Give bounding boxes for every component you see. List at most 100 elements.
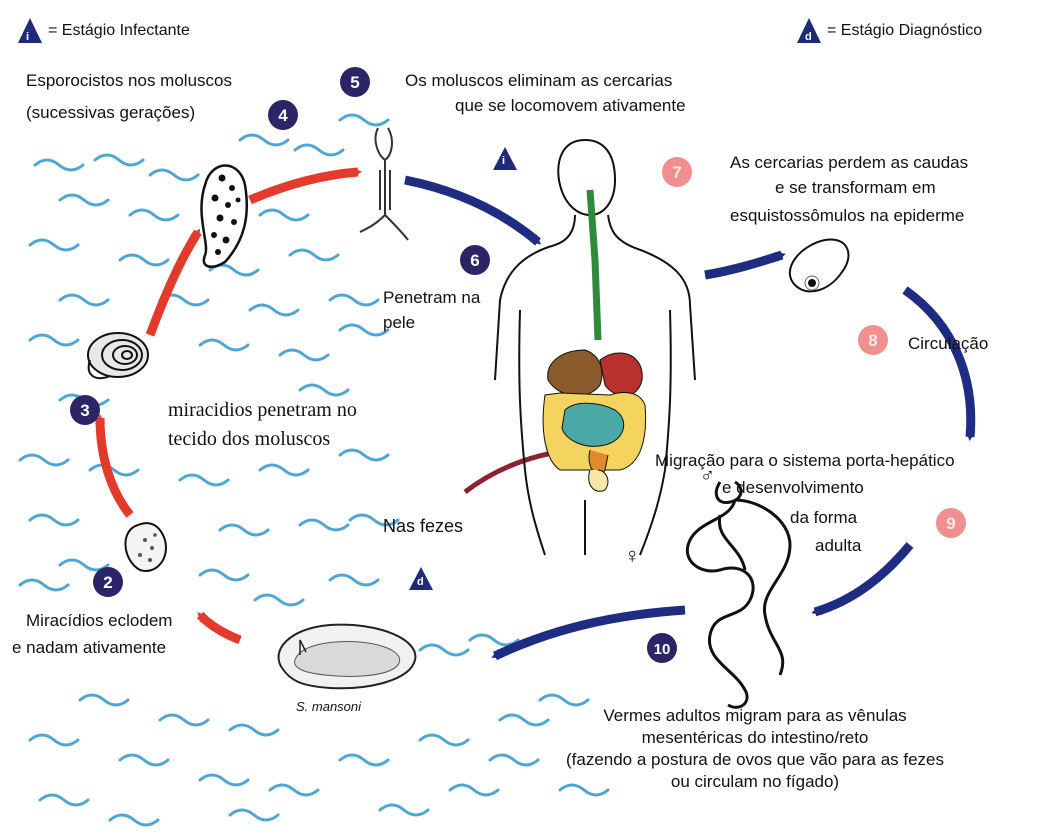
step-badge-number: 8: [868, 331, 877, 350]
arrow-egg-to-miracidium: [200, 615, 240, 640]
miracidium-illustration: [125, 523, 166, 571]
water-wave: [300, 520, 348, 530]
legend-infective-label: = Estágio Infectante: [48, 20, 190, 42]
water-wave: [420, 645, 468, 655]
water-wave: [340, 755, 388, 765]
step-9-text-line-3: da forma: [790, 507, 857, 529]
step-badge-number: 10: [654, 641, 671, 658]
water-wave: [330, 575, 378, 585]
water-wave: [110, 815, 158, 825]
water-wave: [120, 255, 168, 265]
arrow-snail-to-sporocyst: [150, 232, 198, 335]
step-badge-number: 7: [672, 163, 681, 182]
water-wave: [30, 240, 78, 250]
arrow-skin-to-schistosomulum: [705, 255, 782, 275]
water-wave: [95, 155, 143, 165]
step-badge-number: 9: [946, 514, 955, 533]
human-body-illustration: [495, 140, 695, 555]
egg-illustration: [279, 625, 416, 689]
water-wave: [290, 250, 338, 260]
water-wave: [260, 465, 308, 475]
step-7-text-line-1: As cercarias perdem as caudas: [730, 152, 968, 174]
step-7-text-line-3: esquistossômulos na epiderme: [730, 205, 964, 227]
feces-label: Nas fezes: [383, 515, 463, 537]
step-2-text-line-1: Miracídios eclodem: [26, 610, 172, 632]
male-symbol: ♂: [700, 465, 715, 487]
water-wave: [340, 115, 388, 125]
water-wave: [30, 735, 78, 745]
water-wave: [20, 580, 68, 590]
step-3-text-line-2: tecido dos moluscos: [168, 427, 330, 452]
water-wave: [330, 295, 378, 305]
arrow-miracidium-to-snail: [100, 418, 130, 515]
arrow-sporocyst-to-cercaria: [250, 172, 358, 200]
cercaria-illustration: [360, 128, 408, 240]
water-wave: [130, 210, 178, 220]
water-wave: [240, 135, 288, 145]
step-3-text-line-1: miracidios penetram no: [168, 398, 357, 423]
water-wave: [340, 325, 388, 335]
step-10-text-block: Vermes adultos migram para as vênulas me…: [495, 705, 1015, 793]
female-symbol: ♀: [624, 545, 641, 567]
water-wave: [150, 170, 198, 180]
water-wave: [255, 595, 303, 605]
step-badge-number: 3: [80, 401, 89, 420]
water-wave: [300, 385, 348, 395]
water-wave: [40, 795, 88, 805]
step-10-text-line-4: ou circulam no fígado): [495, 771, 1015, 793]
step-badge-number: 6: [470, 251, 479, 270]
step-badge-number: 5: [350, 73, 359, 92]
schistosomulum-illustration: [790, 239, 849, 291]
step-badge-number: 4: [278, 106, 288, 125]
water-wave: [260, 210, 308, 220]
water-wave: [230, 810, 278, 820]
step-10-text-line-2: mesentéricas do intestino/reto: [495, 727, 1015, 749]
water-wave: [280, 350, 328, 360]
sporocyst-illustration: [201, 165, 246, 266]
water-wave: [450, 785, 498, 795]
water-wave: [90, 465, 138, 475]
step-10-text-line-1: Vermes adultos migram para as vênulas: [495, 705, 1015, 727]
step-4-text-line-2: (sucessivas gerações): [26, 102, 195, 124]
step-9-text-line-4: adulta: [815, 535, 861, 557]
diagnostic-stage-triangle-letter: d: [417, 571, 424, 593]
water-wave: [60, 560, 108, 570]
water-wave: [120, 755, 168, 765]
egg-label: S. mansoni: [296, 696, 361, 718]
step-4-text-line-1: Esporocistos nos moluscos: [26, 70, 232, 92]
step-10-text-line-3: (fazendo a postura de ovos que vão para …: [495, 749, 1015, 771]
arrow-circulation: [905, 290, 971, 437]
water-wave: [20, 455, 68, 465]
legend-infective-badge: i: [26, 26, 29, 48]
step-5-text-line-1: Os moluscos eliminam as cercarias: [405, 70, 672, 92]
water-wave: [30, 515, 78, 525]
water-wave: [80, 695, 128, 705]
arrow-cercaria-to-skin: [405, 180, 538, 242]
step-9-text-line-2: e desenvolvimento: [722, 477, 864, 499]
water-wave: [540, 695, 588, 705]
human-cycle-arrows: [405, 180, 971, 656]
water-wave: [380, 805, 428, 815]
infective-stage-triangle-letter: i: [502, 150, 505, 172]
snail-illustration: [88, 333, 148, 378]
water-wave: [60, 195, 108, 205]
step-2-text-line-2: e nadam ativamente: [12, 637, 166, 659]
water-wave: [250, 305, 298, 315]
water-wave: [220, 525, 268, 535]
water-wave: [160, 715, 208, 725]
legend-diagnostic-badge: d: [805, 26, 812, 48]
step-7-text-line-2: e se transformam em: [775, 177, 936, 199]
water-wave: [340, 450, 388, 460]
water-wave: [30, 335, 78, 345]
water-wave: [180, 475, 228, 485]
step-6-text-line-2: pele: [383, 312, 415, 334]
legend-diagnostic-label: = Estágio Diagnóstico: [827, 20, 982, 42]
water-wave: [420, 735, 468, 745]
water-wave: [270, 785, 318, 795]
step-5-text-line-2: que se locomovem ativamente: [455, 95, 686, 117]
water-wave: [295, 145, 343, 155]
water-wave: [470, 635, 518, 645]
water-wave: [230, 725, 278, 735]
water-wave: [200, 570, 248, 580]
